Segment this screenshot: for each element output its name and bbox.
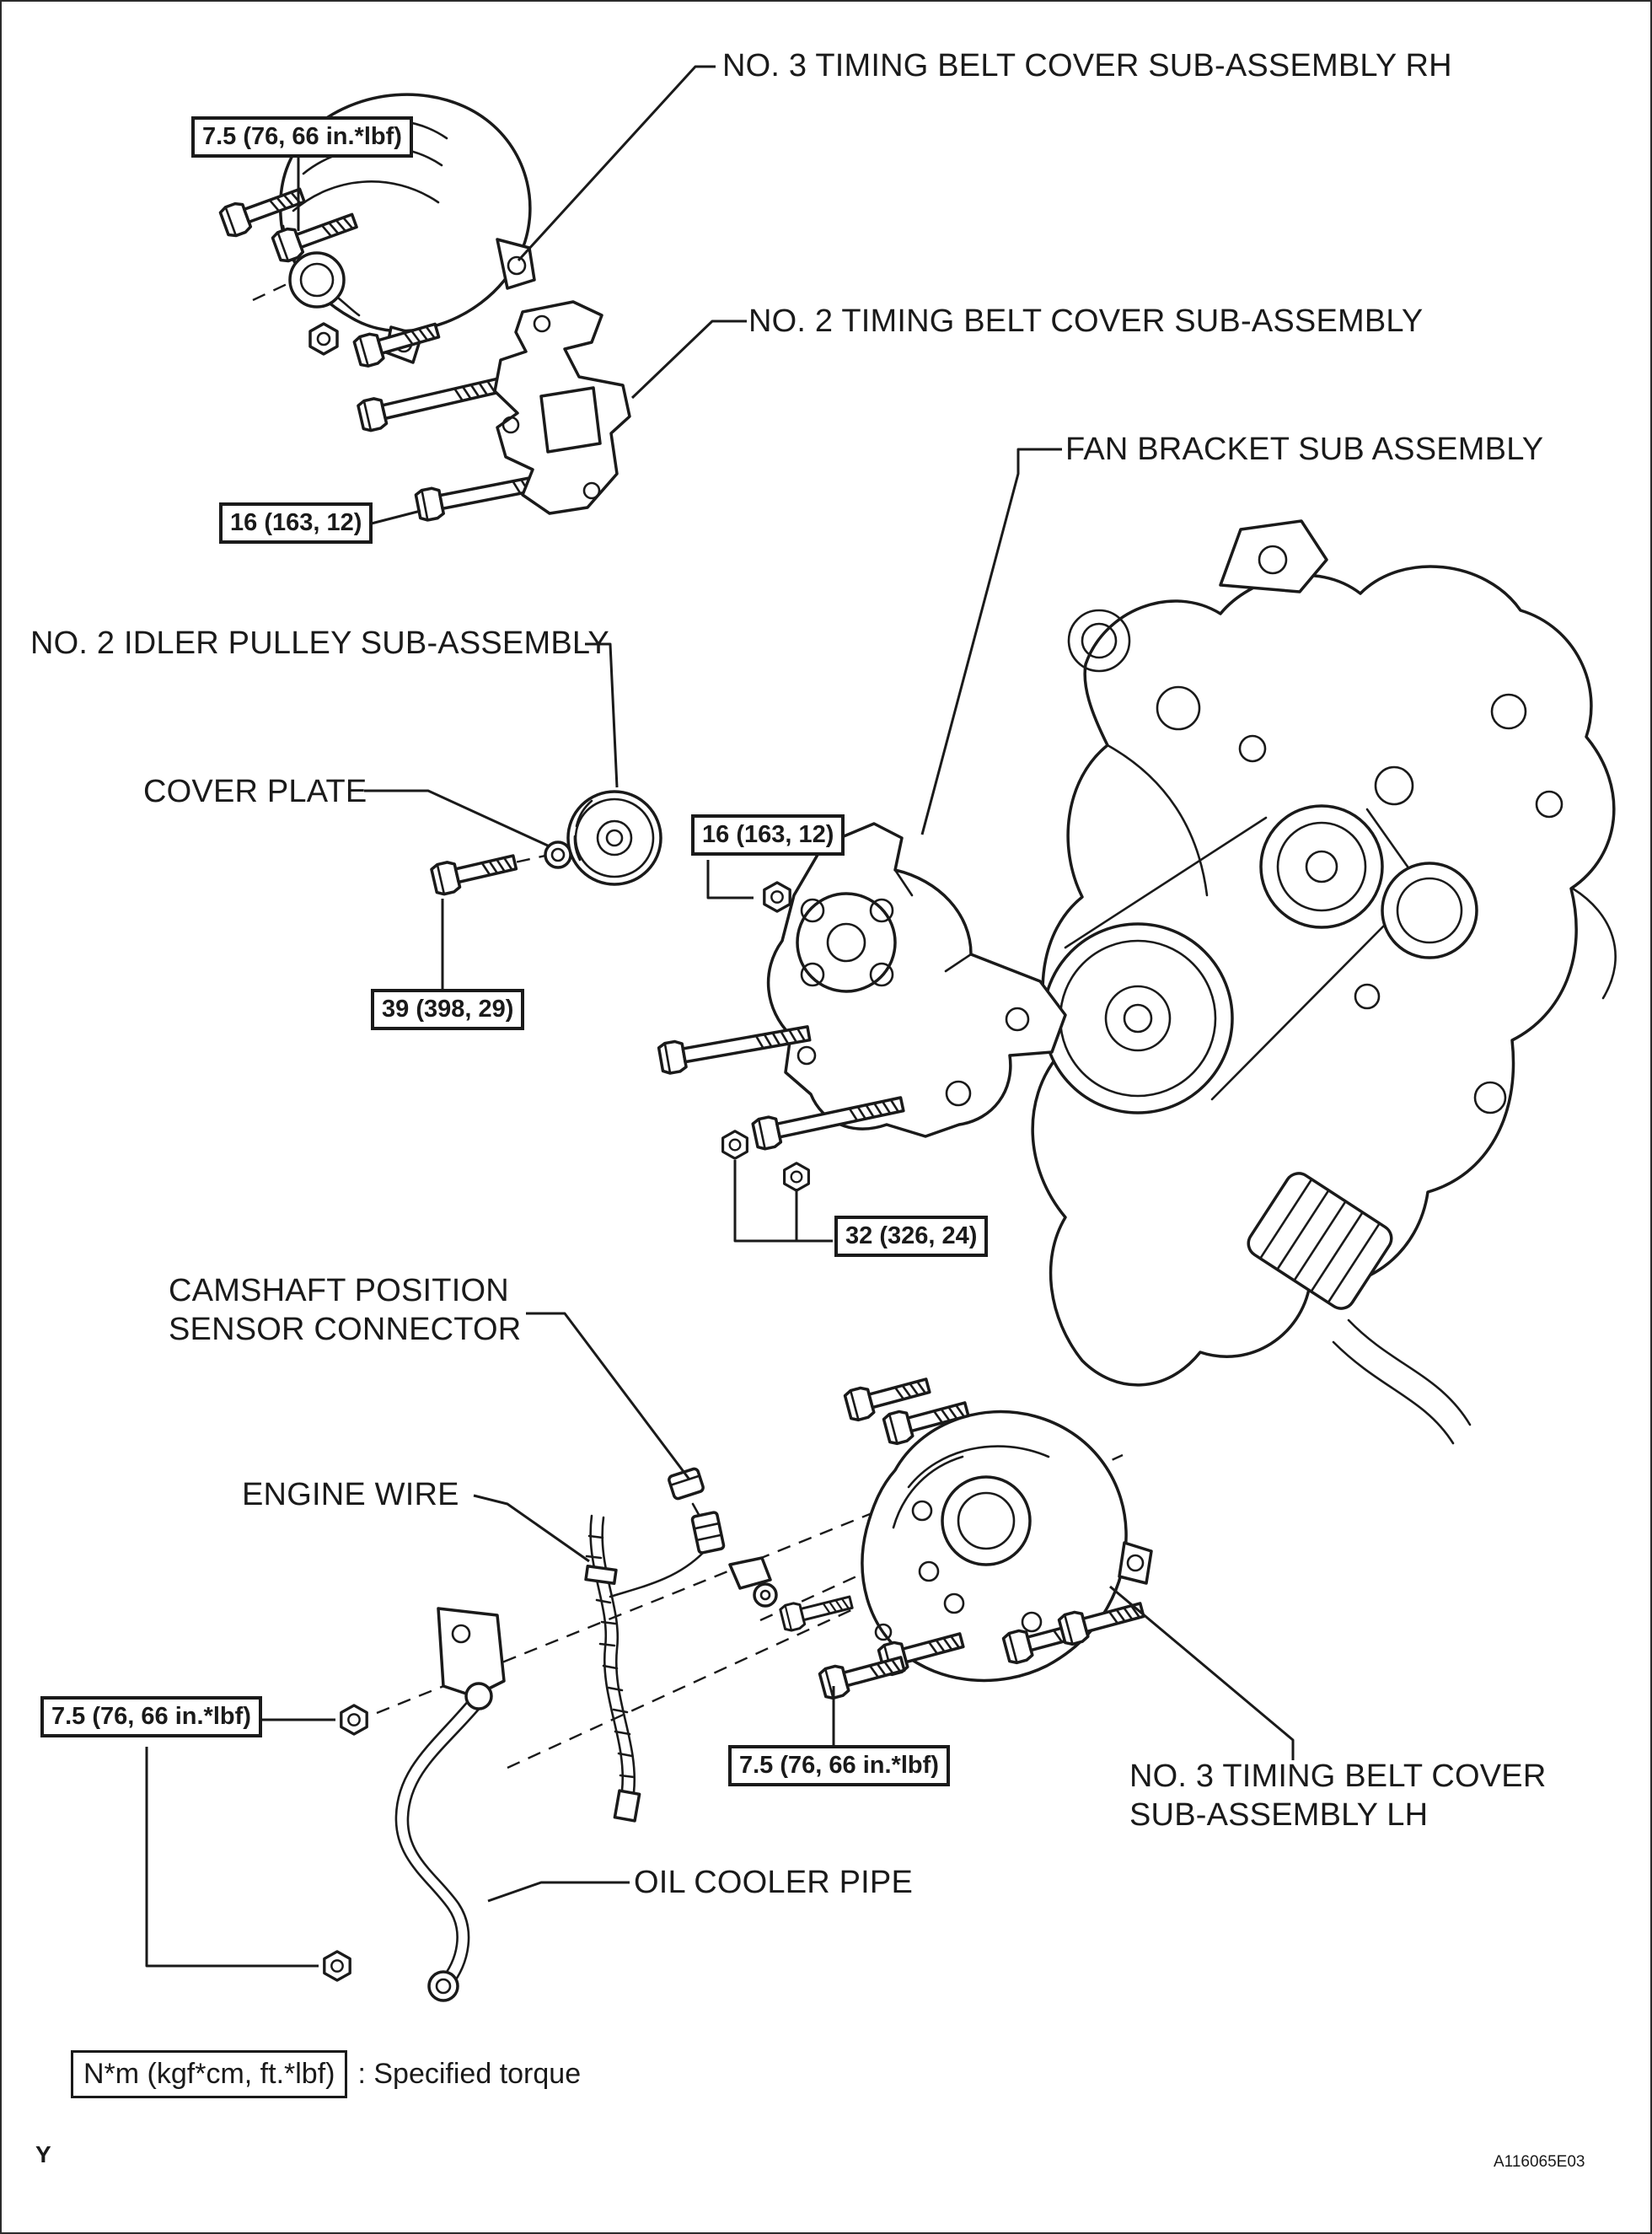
label-no3-lh-line2: SUB-ASSEMBLY LH (1129, 1797, 1429, 1833)
torque-legend-box: N*m (kgf*cm, ft.*lbf) (71, 2050, 348, 2098)
label-cover-plate: COVER PLATE (143, 774, 367, 809)
camshaft-sensor-connector-drawing (609, 1467, 856, 1634)
engine-assembly-drawing (1031, 519, 1617, 1445)
label-camshaft-line1: CAMSHAFT POSITION (169, 1273, 509, 1308)
oil-cooler-pipe-drawing (323, 1607, 506, 2002)
no3-timing-belt-cover-lh-drawing (861, 1410, 1153, 1683)
bolt (778, 1588, 856, 1634)
nut (763, 881, 791, 913)
bolt (356, 367, 512, 434)
nut (323, 1950, 351, 1982)
torque-spec-16-top: 16 (163, 12) (219, 502, 373, 544)
label-no3-lh-line1: NO. 3 TIMING BELT COVER (1129, 1759, 1547, 1794)
torque-spec-7.5-left: 7.5 (76, 66 in.*lbf) (40, 1696, 262, 1737)
torque-spec-39: 39 (398, 29) (371, 989, 525, 1030)
label-fan-bracket: FAN BRACKET SUB ASSEMBLY (1065, 432, 1544, 467)
torque-spec-16-mid: 16 (163, 12) (691, 814, 845, 856)
label-no3-cover-lh: NO. 3 TIMING BELT COVER SUB-ASSEMBLY LH (1129, 1757, 1546, 1834)
no2-idler-pulley-drawing (429, 790, 662, 898)
torque-legend: N*m (kgf*cm, ft.*lbf) : Specified torque (71, 2050, 581, 2098)
label-no3-cover-rh: NO. 3 TIMING BELT COVER SUB-ASSEMBLY RH (722, 48, 1452, 83)
torque-spec-7.5-top: 7.5 (76, 66 in.*lbf) (191, 116, 413, 158)
label-camshaft-line2: SENSOR CONNECTOR (169, 1312, 522, 1347)
page-footer-left: Y (35, 2141, 51, 2167)
fan-bracket-drawing (766, 822, 1067, 1138)
nut (721, 1130, 748, 1160)
torque-legend-text: : Specified torque (357, 2058, 582, 2090)
label-oil-cooler-pipe: OIL COOLER PIPE (634, 1865, 914, 1900)
nut (783, 1162, 810, 1192)
nut (308, 322, 339, 356)
no2-timing-belt-cover-drawing (493, 300, 631, 515)
figure-number: A116065E03 (1494, 2153, 1585, 2171)
nut (340, 1704, 368, 1736)
label-engine-wire: ENGINE WIRE (242, 1477, 459, 1512)
bolt (429, 846, 520, 898)
label-camshaft-sensor-connector: CAMSHAFT POSITION SENSOR CONNECTOR (169, 1271, 521, 1349)
torque-spec-32: 32 (326, 24) (834, 1216, 989, 1257)
engine-wire-drawing (584, 1514, 641, 1823)
torque-spec-7.5-mid: 7.5 (76, 66 in.*lbf) (728, 1745, 950, 1786)
label-no2-idler-pulley: NO. 2 IDLER PULLEY SUB-ASSEMBLY (30, 626, 609, 661)
label-no2-cover: NO. 2 TIMING BELT COVER SUB-ASSEMBLY (748, 303, 1424, 339)
